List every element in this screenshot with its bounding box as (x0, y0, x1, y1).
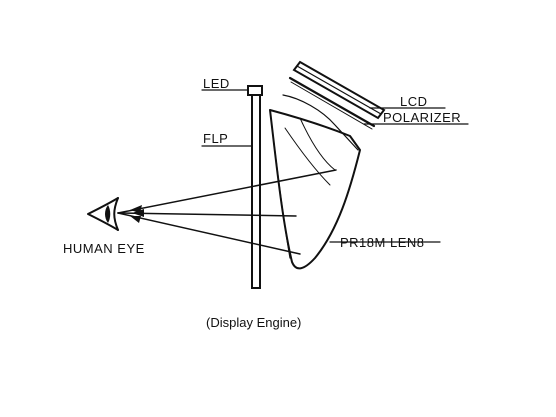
label-flp: FLP (203, 131, 228, 146)
lcd-panel (292, 60, 386, 120)
polarizer-plate (288, 76, 376, 130)
label-lcd: LCD (400, 94, 428, 109)
leader-lines (201, 89, 469, 243)
label-human-eye: HUMAN EYE (63, 241, 145, 256)
diagram-caption: (Display Engine) (206, 315, 301, 330)
flp-plate (251, 94, 261, 289)
label-polarizer: POLARIZER (383, 110, 461, 125)
prism-lens (269, 94, 361, 270)
led-block (247, 85, 263, 96)
light-rays (117, 169, 337, 255)
label-lens: PR18M LEN8 (340, 235, 424, 250)
label-led: LED (203, 76, 230, 91)
human-eye-icon (87, 197, 119, 231)
